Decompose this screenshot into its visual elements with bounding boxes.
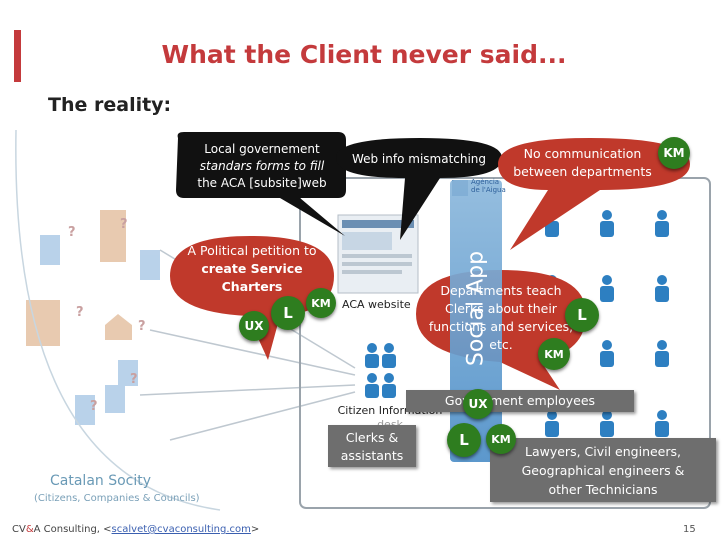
house-icon	[105, 314, 132, 340]
person-icon	[75, 395, 95, 425]
person-icon	[40, 235, 60, 265]
km-badge: KM	[306, 288, 336, 318]
footer-credit: CV&A Consulting, <scalvet@cvaconsulting.…	[12, 524, 260, 535]
callout-local-gov-shape	[176, 132, 346, 236]
callout-no-comm-shape	[498, 138, 690, 250]
km-badge: KM	[538, 338, 570, 370]
callout-departments: Departments teach Clerks about their fun…	[428, 283, 574, 352]
slide-title: What the Client never said...	[161, 40, 567, 69]
employee-people-grid	[545, 210, 669, 437]
person-icon	[118, 360, 138, 386]
km-badge: KM	[486, 424, 516, 454]
page-number: 15	[683, 524, 696, 535]
callout-political: A Political petition to create Service C…	[187, 243, 317, 294]
l-badge: L	[447, 423, 481, 457]
callout-no-comm: No communication between departments	[513, 146, 652, 179]
person-icon	[140, 250, 160, 280]
catalan-society-title: Catalan Socity	[50, 473, 152, 489]
km-badge: KM	[658, 137, 690, 169]
gov-employees-box: Government employees	[406, 390, 634, 412]
question-mark: ?	[120, 217, 128, 232]
question-mark: ?	[68, 225, 76, 240]
building-icon	[100, 210, 126, 262]
citizen-desk-people	[365, 343, 396, 398]
slide-subtitle: The reality:	[48, 94, 172, 116]
catalan-society-group	[26, 210, 160, 425]
aca-website-label: ACA website	[342, 298, 411, 311]
title-accent-bar	[14, 30, 21, 82]
clerks-box: Clerks & assistants	[328, 425, 416, 467]
callout-political-shape	[170, 236, 334, 360]
l-badge: L	[565, 298, 599, 332]
question-mark: ?	[76, 305, 84, 320]
callout-web-info: Web info mismatching	[351, 152, 487, 166]
catalan-society-subtitle: (Citizens, Companies & Councils)	[34, 493, 200, 504]
social-app-label: Social App	[463, 250, 489, 367]
l-badge: L	[271, 296, 305, 330]
society-boundary	[15, 129, 221, 511]
ux-badge: UX	[463, 389, 493, 419]
callout-local-gov: Local governement standars forms to fill…	[197, 142, 327, 190]
person-icon	[105, 385, 125, 413]
question-mark: ?	[130, 372, 138, 387]
question-mark: ?	[138, 319, 146, 334]
callout-web-info-shape	[336, 138, 502, 240]
question-mark: ?	[90, 399, 98, 414]
aca-logo-text: Agència de l'Aigua	[471, 178, 506, 194]
ux-badge: UX	[239, 311, 269, 341]
lawyers-box: Lawyers, Civil engineers, Geographical e…	[490, 438, 716, 502]
email-link[interactable]: scalvet@cvaconsulting.com	[111, 524, 251, 535]
